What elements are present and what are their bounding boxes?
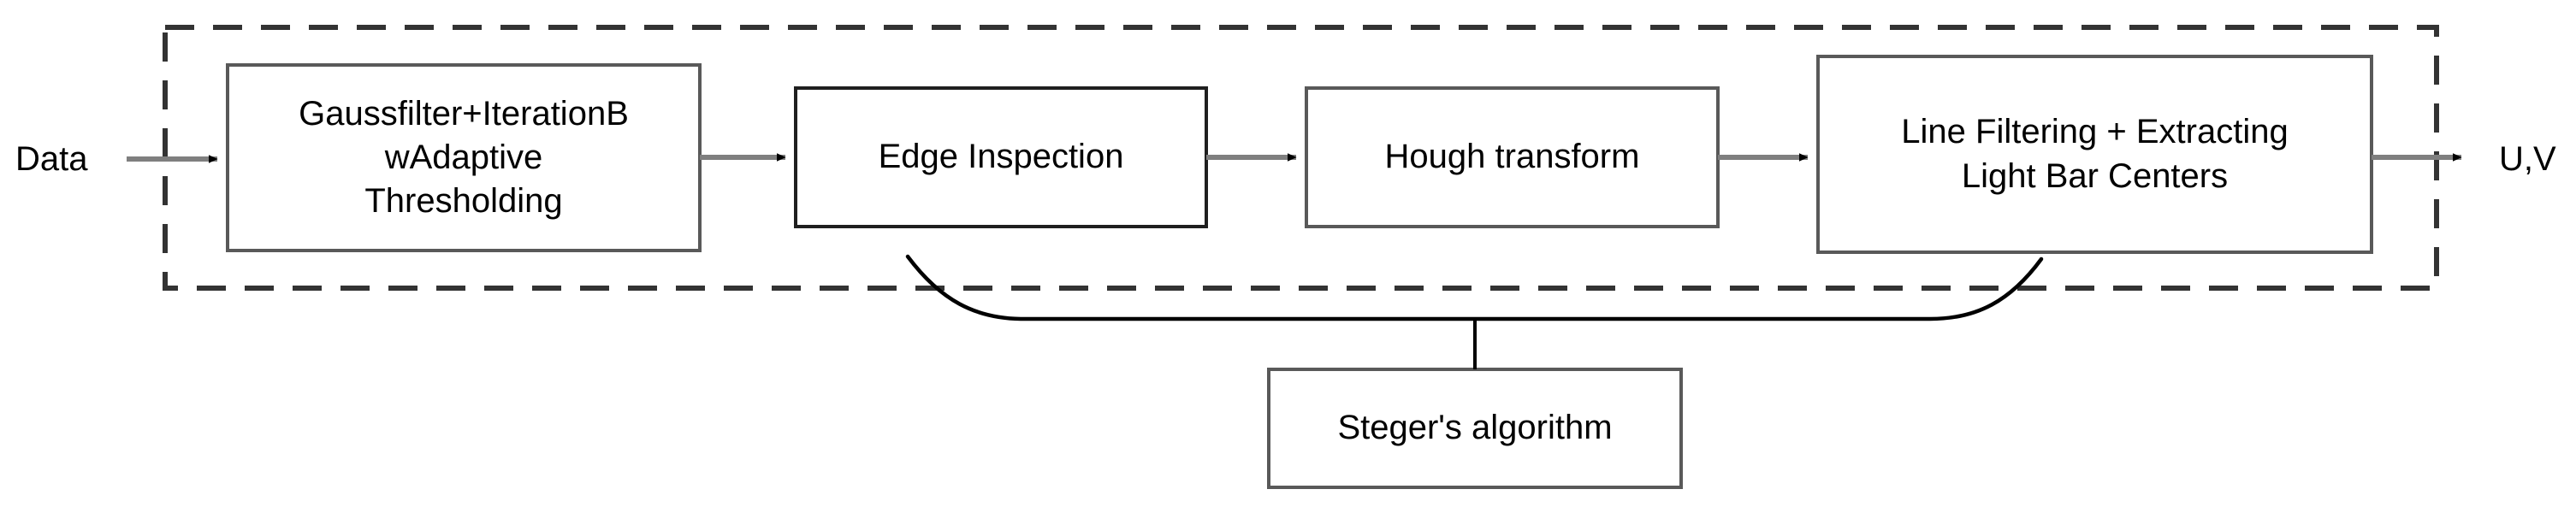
node-line-filtering[interactable] [1816, 55, 2373, 254]
node-hough-transform[interactable] [1305, 86, 1720, 228]
input-label: Data [15, 140, 88, 178]
output-label: U,V [2499, 140, 2556, 178]
node-stegers-algorithm[interactable] [1267, 368, 1683, 489]
node-gaussfilter[interactable] [226, 63, 702, 252]
node-edge-inspection[interactable] [794, 86, 1208, 228]
